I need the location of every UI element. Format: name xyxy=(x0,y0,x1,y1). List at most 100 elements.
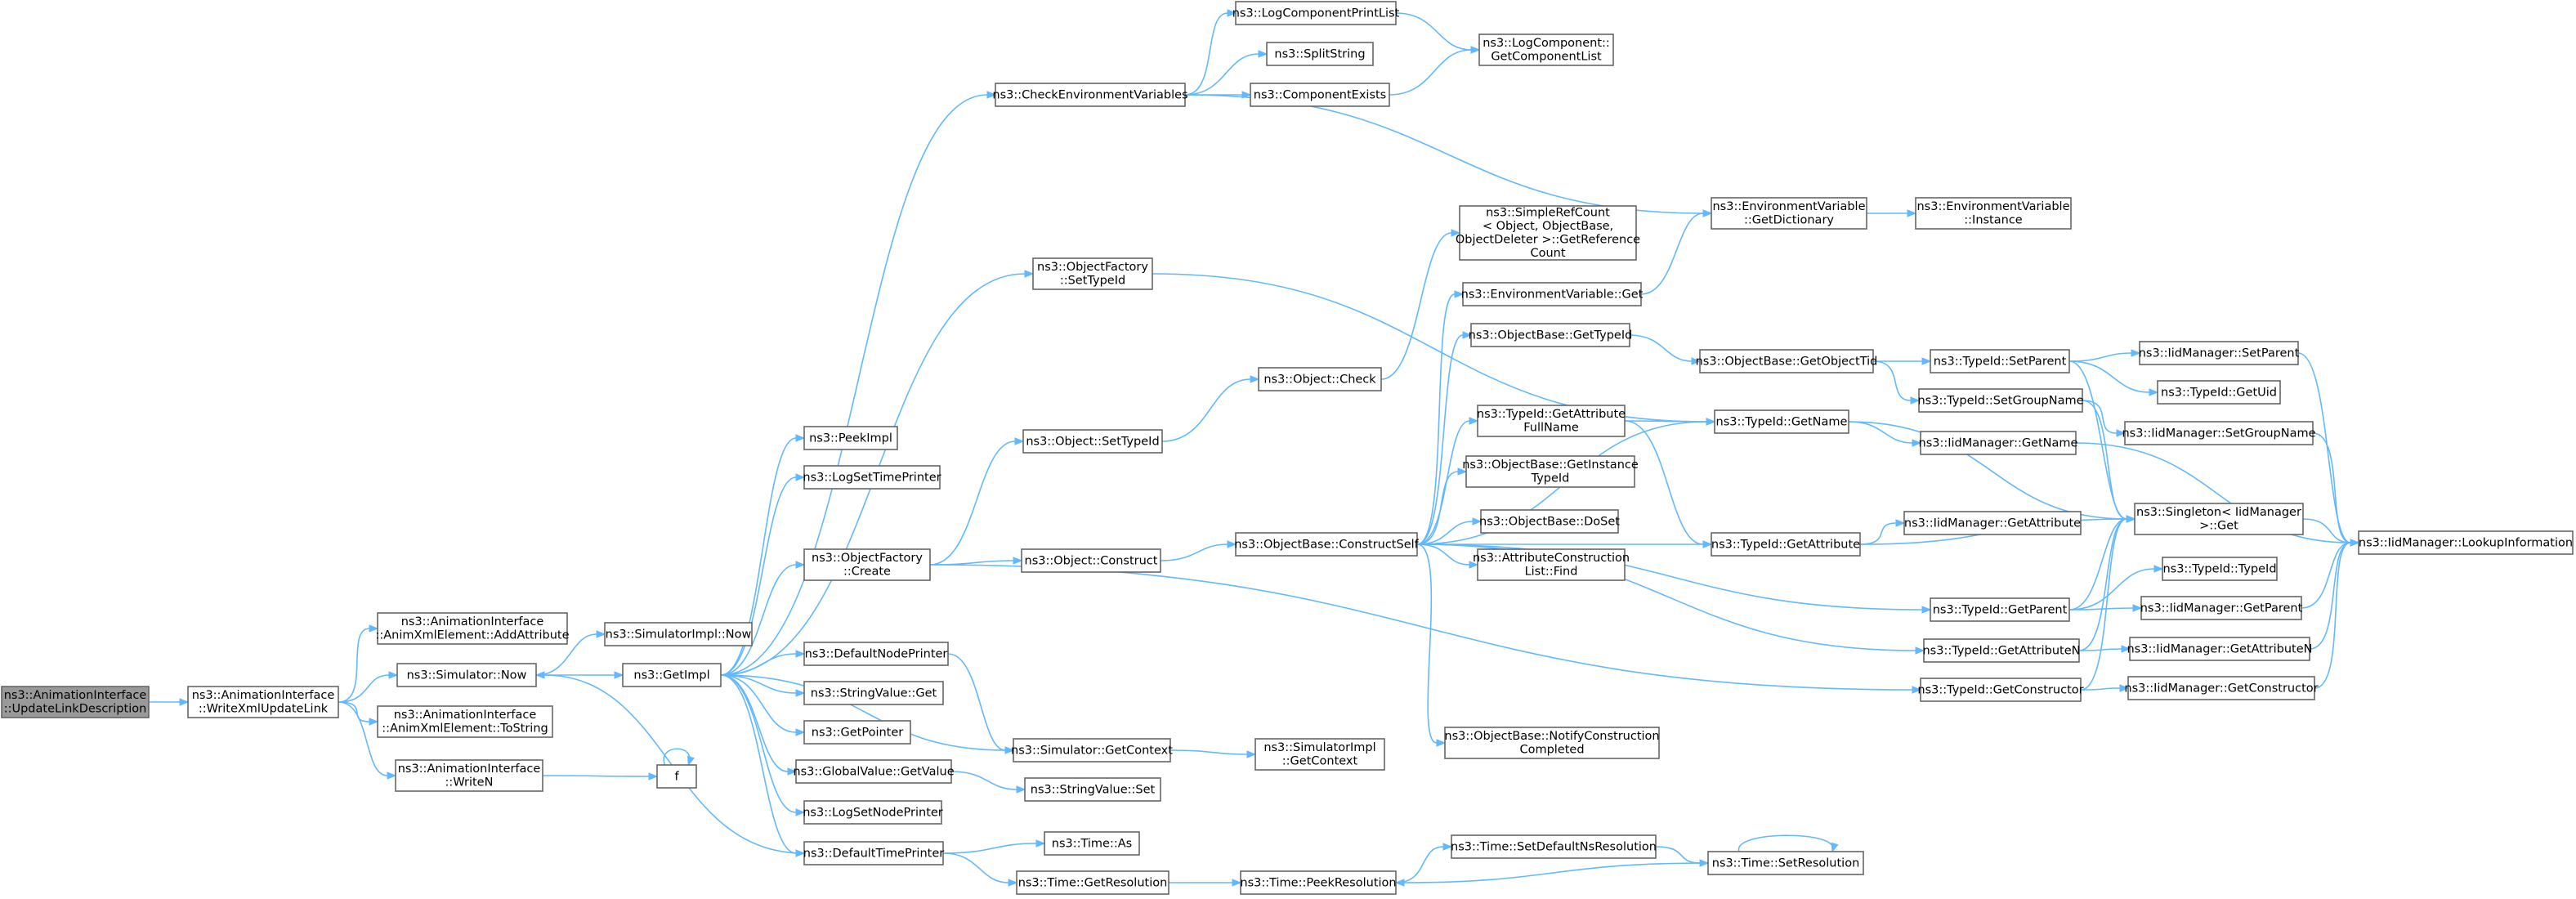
node-writexml[interactable]: ns3::AnimationInterface::WriteXmlUpdateL… xyxy=(187,686,339,718)
node-box xyxy=(1044,831,1140,856)
node-timeas[interactable]: ns3::Time::As xyxy=(1044,831,1140,856)
node-timegetres[interactable]: ns3::Time::GetResolution xyxy=(1016,870,1169,895)
edge-line xyxy=(942,843,1037,854)
node-notifyconstr[interactable]: ns3::ObjectBase::NotifyConstructionCompl… xyxy=(1444,727,1660,759)
node-writen[interactable]: ns3::AnimationInterface::WriteN xyxy=(395,759,543,792)
edge-peekres-to-setdefaultns xyxy=(1395,843,1453,883)
node-root[interactable]: ns3::AnimationInterface::UpdateLinkDescr… xyxy=(1,686,150,718)
node-simplerefcount[interactable]: ns3::SimpleRefCount< Object, ObjectBase,… xyxy=(1456,205,1640,261)
node-label: ::UpdateLinkDescription xyxy=(4,703,147,716)
edge-writexml-to-tostring xyxy=(338,701,379,726)
node-checkenv[interactable]: ns3::CheckEnvironmentVariables xyxy=(992,83,1188,107)
node-iidgetattr[interactable]: ns3::IidManager::GetAttribute xyxy=(1903,511,2082,535)
node-simgetcontext[interactable]: ns3::Simulator::GetContext xyxy=(1011,738,1173,763)
node-box xyxy=(1930,349,2070,373)
node-typeidtypeid[interactable]: ns3::TypeId::TypeId xyxy=(2162,557,2278,581)
node-getimpl[interactable]: ns3::GetImpl xyxy=(622,663,722,687)
arrow-head-icon xyxy=(614,671,624,679)
node-label: Count xyxy=(1530,247,1565,260)
node-label: ns3::ComponentExists xyxy=(1254,88,1387,101)
node-box xyxy=(1920,678,2082,702)
node-simnow[interactable]: ns3::Simulator::Now xyxy=(396,663,537,687)
node-addattr[interactable]: ns3::AnimationInterface::AnimXmlElement:… xyxy=(375,612,570,645)
node-iidgetparent[interactable]: ns3::IidManager::GetParent xyxy=(2140,596,2303,620)
node-box xyxy=(2162,557,2278,581)
node-envgetdict[interactable]: ns3::EnvironmentVariable::GetDictionary xyxy=(1711,197,1867,230)
node-label: ns3::AnimationInterface xyxy=(401,615,544,628)
node-objbasegetobjtid[interactable]: ns3::ObjectBase::GetObjectTid xyxy=(1696,349,1878,373)
node-box xyxy=(1016,870,1169,895)
node-stringvalget[interactable]: ns3::StringValue::Get xyxy=(803,681,944,705)
node-defnodeprinter[interactable]: ns3::DefaultNodePrinter xyxy=(803,642,949,666)
node-label: Completed xyxy=(1519,744,1584,757)
node-objbasedoset[interactable]: ns3::ObjectBase::DoSet xyxy=(1479,509,1620,534)
edge-line xyxy=(663,748,691,766)
node-logcompget[interactable]: ns3::LogComponent::GetComponentList xyxy=(1478,34,1614,66)
arrow-head-icon xyxy=(1024,270,1035,278)
node-simimplgetctx[interactable]: ns3::SimulatorImpl::GetContext xyxy=(1254,738,1385,771)
edge-line xyxy=(1416,471,1459,545)
node-logsettime[interactable]: ns3::LogSetTimePrinter xyxy=(803,465,941,490)
node-box xyxy=(1477,405,1626,437)
node-constructself[interactable]: ns3::ObjectBase::ConstructSelf xyxy=(1234,532,1420,557)
node-objfactcreate[interactable]: ns3::ObjectFactory::Create xyxy=(803,548,931,581)
node-typeidgetattr[interactable]: ns3::TypeId::GetAttribute xyxy=(1711,532,1861,557)
node-typeidgetname[interactable]: ns3::TypeId::GetName xyxy=(1714,409,1849,434)
node-label: ns3::EnvironmentVariable::Get xyxy=(1461,288,1644,301)
node-box xyxy=(803,426,898,450)
node-objcheck[interactable]: ns3::Object::Check xyxy=(1258,367,1382,391)
node-envget[interactable]: ns3::EnvironmentVariable::Get xyxy=(1461,282,1644,306)
node-iidgetconstr[interactable]: ns3::IidManager::GetConstructor xyxy=(2124,676,2319,700)
node-peekimpl[interactable]: ns3::PeekImpl xyxy=(803,426,898,450)
node-setdefaultns[interactable]: ns3::Time::SetDefaultNsResolution xyxy=(1451,834,1657,859)
node-iidsetgroup[interactable]: ns3::IidManager::SetGroupName xyxy=(2122,421,2316,445)
node-f[interactable]: f xyxy=(656,764,697,789)
node-timesetres[interactable]: ns3::Time::SetResolution xyxy=(1707,851,1864,875)
arrow-head-icon xyxy=(1227,540,1237,548)
node-globalvalget[interactable]: ns3::GlobalValue::GetValue xyxy=(793,759,955,784)
node-envinstance[interactable]: ns3::EnvironmentVariable::Instance xyxy=(1915,197,2072,230)
arrow-head-icon xyxy=(795,434,806,442)
node-iidlookup[interactable]: ns3::IidManager::LookupInformation xyxy=(2358,530,2574,555)
node-singleton[interactable]: ns3::Singleton< IidManager>::Get xyxy=(2134,503,2304,535)
node-iidgetname[interactable]: ns3::IidManager::GetName xyxy=(1919,431,2078,455)
node-iidsetparent[interactable]: ns3::IidManager::SetParent xyxy=(2139,341,2300,365)
node-logsetnode[interactable]: ns3::LogSetNodePrinter xyxy=(803,800,943,825)
node-objbasegettypeid[interactable]: ns3::ObjectBase::GetTypeId xyxy=(1469,323,1633,347)
edge-line xyxy=(1416,293,1456,545)
arrow-head-icon xyxy=(986,91,997,99)
node-typeidgetattrn[interactable]: ns3::TypeId::GetAttributeN xyxy=(1922,638,2081,663)
node-typeidgetparent[interactable]: ns3::TypeId::GetParent xyxy=(1930,597,2070,622)
node-logcompprint[interactable]: ns3::LogComponentPrintList xyxy=(1232,1,1400,25)
node-typeidgetuid[interactable]: ns3::TypeId::GetUid xyxy=(2157,380,2281,405)
node-typeidsetgroup[interactable]: ns3::TypeId::SetGroupName xyxy=(1917,388,2084,413)
node-getpointer[interactable]: ns3::GetPointer xyxy=(803,720,911,745)
node-typeidsetparent[interactable]: ns3::TypeId::SetParent xyxy=(1930,349,2070,373)
call-edges xyxy=(149,9,2360,887)
node-objfactsettypeid[interactable]: ns3::ObjectFactory::SetTypeId xyxy=(1032,257,1153,290)
edge-line xyxy=(1184,12,1228,96)
node-peekres[interactable]: ns3::Time::PeekResolution xyxy=(1240,870,1397,895)
edge-line xyxy=(2068,360,2127,520)
node-splitstring[interactable]: ns3::SplitString xyxy=(1266,42,1374,66)
node-iidgetattrn[interactable]: ns3::IidManager::GetAttributeN xyxy=(2127,637,2313,661)
node-typeidgetconstr[interactable]: ns3::TypeId::GetConstructor xyxy=(1917,678,2084,702)
edge-line xyxy=(2078,518,2127,651)
node-tostring[interactable]: ns3::AnimationInterface::AnimXmlElement:… xyxy=(377,705,553,738)
node-objsettypeid[interactable]: ns3::Object::SetTypeId xyxy=(1022,429,1163,454)
node-stringvalset[interactable]: ns3::StringValue::Set xyxy=(1024,777,1161,802)
edge-line xyxy=(720,674,1006,751)
node-simimplnow[interactable]: ns3::SimulatorImpl::Now xyxy=(604,622,753,646)
node-compexists[interactable]: ns3::ComponentExists xyxy=(1250,83,1390,107)
edge-typeidsetparent-to-typeidgetuid xyxy=(2068,360,2159,396)
node-deftimeprinter[interactable]: ns3::DefaultTimePrinter xyxy=(803,841,944,865)
node-objconstruct[interactable]: ns3::Object::Construct xyxy=(1021,548,1161,573)
edge-line xyxy=(1872,360,1912,401)
node-label: ns3::ObjectFactory xyxy=(1037,261,1148,274)
edge-line xyxy=(720,94,988,676)
edge-constructself-to-envget xyxy=(1416,290,1465,545)
node-box xyxy=(803,841,944,865)
